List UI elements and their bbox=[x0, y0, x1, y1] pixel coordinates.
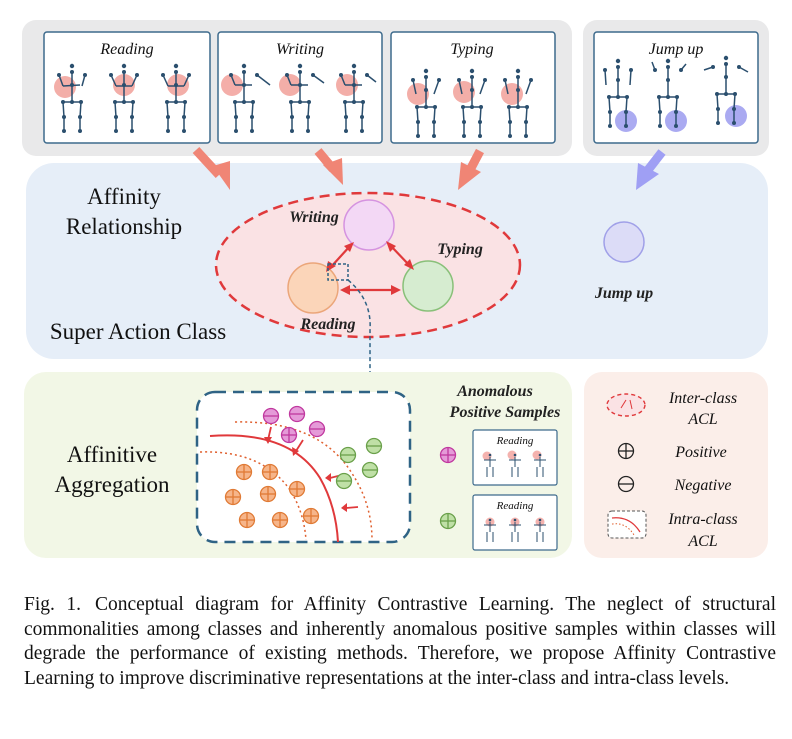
node-reading bbox=[287, 262, 339, 314]
aggregation-title-line2: Aggregation bbox=[55, 472, 170, 497]
figure-diagram: Reading Writing Typing Jump up bbox=[22, 20, 769, 558]
positive-sample-orange bbox=[238, 511, 256, 529]
legend-inter-class-line2: ACL bbox=[687, 411, 717, 428]
zoom-detail-content bbox=[199, 405, 383, 543]
super-action-class-label: Super Action Class bbox=[50, 319, 226, 344]
arrow-jump-down bbox=[636, 149, 666, 190]
legend-intra-class-line1: Intra-class bbox=[667, 511, 737, 528]
anomalous-thumbnail-2: Reading bbox=[472, 494, 558, 551]
panel-writing: Writing bbox=[217, 31, 383, 144]
figure-caption: Fig. 1.Conceptual diagram for Affinity C… bbox=[24, 593, 776, 691]
panel-reading-label: Reading bbox=[99, 41, 153, 58]
legend-negative-icon bbox=[617, 475, 635, 493]
anomalous-positive-pink bbox=[439, 446, 457, 464]
anomalous-label-line1: Anomalous bbox=[456, 383, 533, 400]
negative-sample-pink bbox=[288, 405, 306, 423]
caption-label: Fig. 1. bbox=[24, 594, 81, 615]
positive-sample-orange bbox=[224, 488, 242, 506]
negative-sample-pink bbox=[308, 420, 326, 438]
node-jump-up-label: Jump up bbox=[594, 285, 653, 302]
thumbnail-2-label: Reading bbox=[496, 500, 534, 512]
anomalous-thumbnail-1: Reading bbox=[472, 429, 558, 486]
arrow-reading-down bbox=[192, 146, 230, 190]
panel-typing-label: Typing bbox=[450, 41, 493, 58]
negative-sample-pink bbox=[262, 407, 280, 425]
positive-sample-pink bbox=[280, 426, 298, 444]
thumbnail-1-label: Reading bbox=[496, 435, 534, 447]
legend-positive-icon bbox=[617, 442, 635, 460]
node-writing-label: Writing bbox=[289, 209, 339, 226]
aggregation-title-line1: Affinitive bbox=[67, 442, 157, 467]
negative-sample-green bbox=[361, 461, 379, 479]
legend-intra-class-icon bbox=[607, 510, 647, 539]
negative-sample-green bbox=[335, 472, 353, 490]
node-jump-up bbox=[603, 221, 645, 263]
node-typing bbox=[402, 260, 454, 312]
legend-negative-label: Negative bbox=[674, 477, 732, 494]
positive-sample-orange bbox=[288, 480, 306, 498]
negative-sample-green bbox=[339, 446, 357, 464]
affinity-title-line1: Affinity bbox=[87, 184, 161, 209]
arrow-typing-down bbox=[458, 148, 484, 190]
panel-jump-up: Jump up bbox=[593, 31, 759, 144]
panel-writing-label: Writing bbox=[276, 41, 324, 58]
boundary-solid bbox=[209, 434, 339, 543]
zoom-connector-line bbox=[347, 279, 371, 380]
positive-sample-orange bbox=[302, 507, 320, 525]
positive-sample-orange bbox=[271, 511, 289, 529]
legend-inter-class-line1: Inter-class bbox=[668, 390, 737, 407]
boundary-dotted-outer bbox=[234, 421, 373, 541]
legend-intra-class-line2: ACL bbox=[687, 533, 717, 550]
node-reading-label: Reading bbox=[299, 316, 355, 333]
positive-sample-orange bbox=[235, 463, 253, 481]
anomalous-positive-green bbox=[439, 512, 457, 530]
arrow-reading-typing bbox=[340, 285, 401, 295]
panel-jump-up-label: Jump up bbox=[649, 41, 704, 58]
panel-typing: Typing bbox=[390, 31, 556, 144]
anomalous-label-line2: Positive Samples bbox=[449, 404, 561, 421]
boundary-dotted-inner bbox=[199, 451, 307, 541]
negative-sample-green bbox=[365, 437, 383, 455]
positive-sample-orange bbox=[261, 463, 279, 481]
arrow-writing-down bbox=[314, 148, 343, 185]
legend-inter-class-icon bbox=[606, 393, 646, 417]
zoom-detail-box bbox=[195, 390, 412, 544]
node-writing bbox=[343, 199, 395, 251]
zoom-indicator-box bbox=[327, 263, 349, 281]
affinity-title-line2: Relationship bbox=[66, 214, 182, 239]
panel-reading: Reading bbox=[43, 31, 211, 144]
node-typing-label: Typing bbox=[437, 241, 483, 258]
legend-positive-label: Positive bbox=[674, 444, 727, 461]
positive-sample-orange bbox=[259, 485, 277, 503]
arrow-writing-typing bbox=[386, 241, 414, 270]
caption-text: Conceptual diagram for Affinity Contrast… bbox=[24, 594, 776, 689]
